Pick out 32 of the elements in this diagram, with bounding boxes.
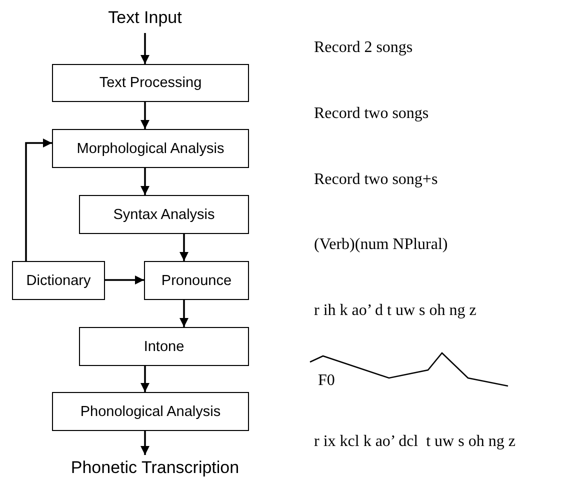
arrow bbox=[25, 138, 52, 261]
process-box bbox=[79, 195, 249, 234]
arrow bbox=[140, 431, 150, 455]
process-box bbox=[52, 392, 249, 431]
example-text: Record two song+s bbox=[314, 172, 438, 188]
process-box bbox=[144, 261, 249, 300]
box-label: Syntax Analysis bbox=[113, 206, 215, 222]
flow-terminal-text: Text Input bbox=[108, 8, 182, 28]
arrow bbox=[180, 300, 188, 327]
example-text: Record 2 songs bbox=[314, 40, 413, 56]
box-label: Morphological Analysis bbox=[76, 140, 224, 156]
process-box bbox=[52, 64, 249, 102]
arrow bbox=[140, 168, 150, 195]
flow-terminal-text: Phonetic Transcription bbox=[70, 458, 240, 478]
arrow bbox=[180, 234, 188, 261]
box-label: Intone bbox=[144, 338, 184, 354]
arrow bbox=[140, 366, 150, 392]
box-label: Text Processing bbox=[99, 75, 202, 91]
box-label: Pronounce bbox=[161, 272, 232, 288]
box-label: Phonological Analysis bbox=[80, 404, 221, 420]
example-text: (Verb)(num NPlural) bbox=[314, 237, 448, 253]
arrow bbox=[140, 102, 150, 129]
process-box bbox=[79, 327, 249, 366]
arrow bbox=[105, 276, 144, 284]
box-label: Dictionary bbox=[26, 272, 91, 288]
process-box bbox=[52, 129, 249, 168]
arrow bbox=[140, 33, 150, 64]
process-box bbox=[12, 261, 105, 300]
axis-label: F0 bbox=[318, 373, 335, 389]
example-text: Record two songs bbox=[314, 106, 429, 122]
phoneme-text: r ih k ao’ d t uw s oh ng z bbox=[314, 303, 476, 319]
phoneme-text: r ix kcl k ao’ dcl t uw s oh ng z bbox=[314, 434, 516, 450]
